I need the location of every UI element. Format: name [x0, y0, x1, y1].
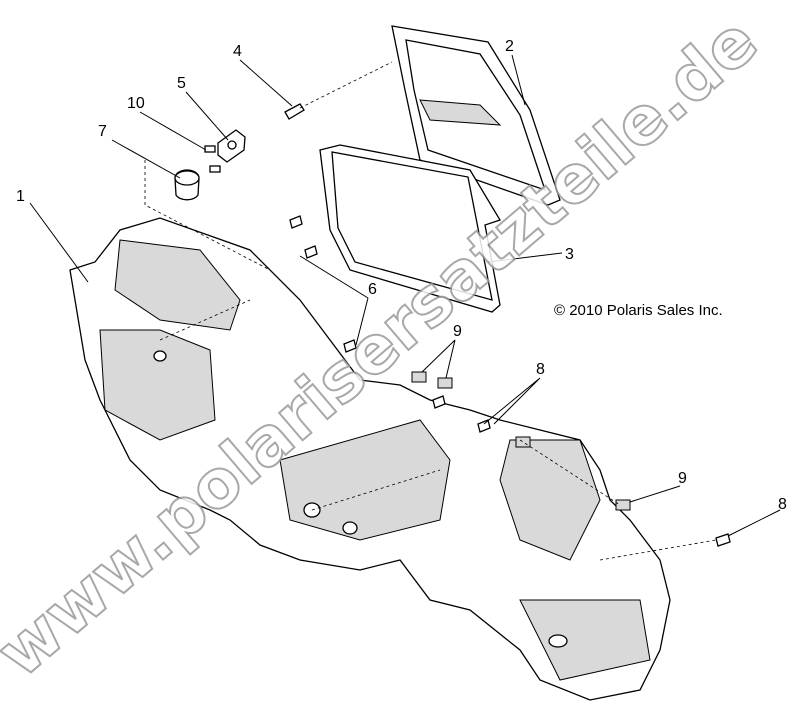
callout-numbers: 1 2 3 4 5 6 7 8 8 9 9 10: [16, 38, 787, 513]
copyright-notice: © 2010 Polaris Sales Inc.: [554, 302, 723, 319]
callout-9b: 9: [678, 470, 687, 487]
callout-4: 4: [233, 43, 242, 60]
callout-10: 10: [127, 95, 145, 112]
callout-8b: 8: [778, 496, 787, 513]
callout-5: 5: [177, 75, 186, 92]
callout-8a: 8: [536, 361, 545, 378]
dashboard-panel: [69, 217, 671, 701]
hardware: [174, 103, 731, 547]
leader-lines: [29, 54, 781, 537]
callout-9a: 9: [453, 323, 462, 340]
callout-1: 1: [16, 188, 25, 205]
callout-7: 7: [98, 123, 107, 140]
storage-lid: [391, 25, 561, 206]
callout-6: 6: [368, 281, 377, 298]
assembly-lines: [144, 61, 717, 561]
callout-3: 3: [565, 246, 574, 263]
lid-seal: [319, 144, 501, 313]
callout-2: 2: [505, 38, 514, 55]
